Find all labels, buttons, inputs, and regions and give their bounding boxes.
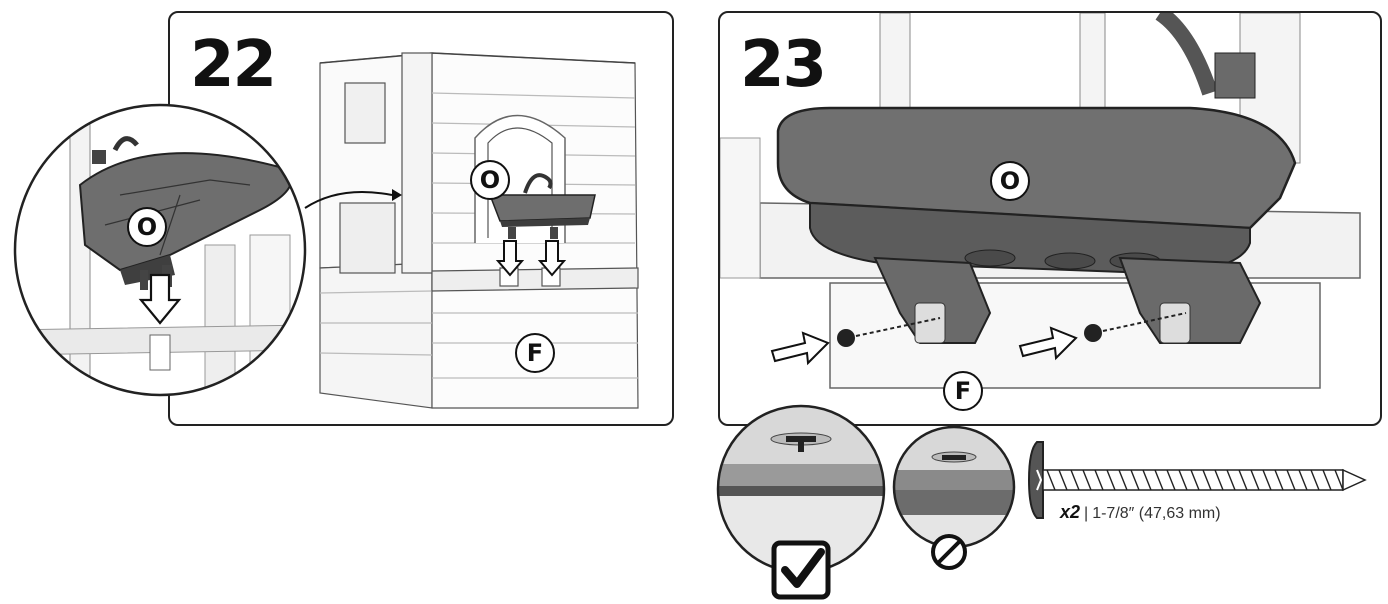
screw-thread [1238, 469, 1248, 491]
sink-mounting-illustration [720, 13, 1361, 389]
screw-thread [1202, 469, 1212, 491]
screw-thread [1214, 469, 1224, 491]
screw-icon [1027, 441, 1367, 519]
frame-part-label: F [943, 371, 983, 411]
step-22-number: 22 [190, 28, 277, 102]
screw-caption: x2|1-7/8″ (47,63 mm) [1060, 502, 1221, 523]
step-23-number: 23 [740, 28, 827, 102]
step-22-panel: 22 [168, 11, 674, 426]
screw-thread [1262, 469, 1272, 491]
screw-thread [1130, 469, 1140, 491]
detail-sink-part-label: O [127, 207, 167, 247]
screw-thread [1070, 469, 1080, 491]
screw-thread [1046, 469, 1056, 491]
screw-thread [1082, 469, 1092, 491]
screw-thread [1166, 469, 1176, 491]
sink-part-label-23: O [990, 161, 1030, 201]
screw-thread [1190, 469, 1200, 491]
screw-thread [1250, 469, 1260, 491]
step-23-panel: 23 O F [718, 11, 1382, 426]
screw-thread [1274, 469, 1284, 491]
step-22-detail-circle [13, 103, 307, 397]
screw-thread [1058, 469, 1068, 491]
screw-quantity: x2 [1060, 502, 1081, 522]
prohibited-icon [931, 534, 967, 570]
sink-part-label: O [470, 160, 510, 200]
playhouse-illustration [304, 52, 639, 409]
screw-separator: | [1084, 505, 1089, 522]
screw-thread [1286, 469, 1296, 491]
screw-thread [1310, 469, 1320, 491]
screw-thread [1334, 469, 1344, 491]
screw-thread [1322, 469, 1332, 491]
screw-thread [1178, 469, 1188, 491]
screw-thread [1154, 469, 1164, 491]
checkbox-check-icon [771, 540, 831, 600]
screw-thread [1094, 469, 1104, 491]
screw-thread [1226, 469, 1236, 491]
playhouse-part-label: F [515, 333, 555, 373]
screw-thread [1106, 469, 1116, 491]
screw-thread [1142, 469, 1152, 491]
screw-size: 1-7/8″ (47,63 mm) [1092, 505, 1221, 522]
screw-thread [1118, 469, 1128, 491]
screw-thread [1298, 469, 1308, 491]
